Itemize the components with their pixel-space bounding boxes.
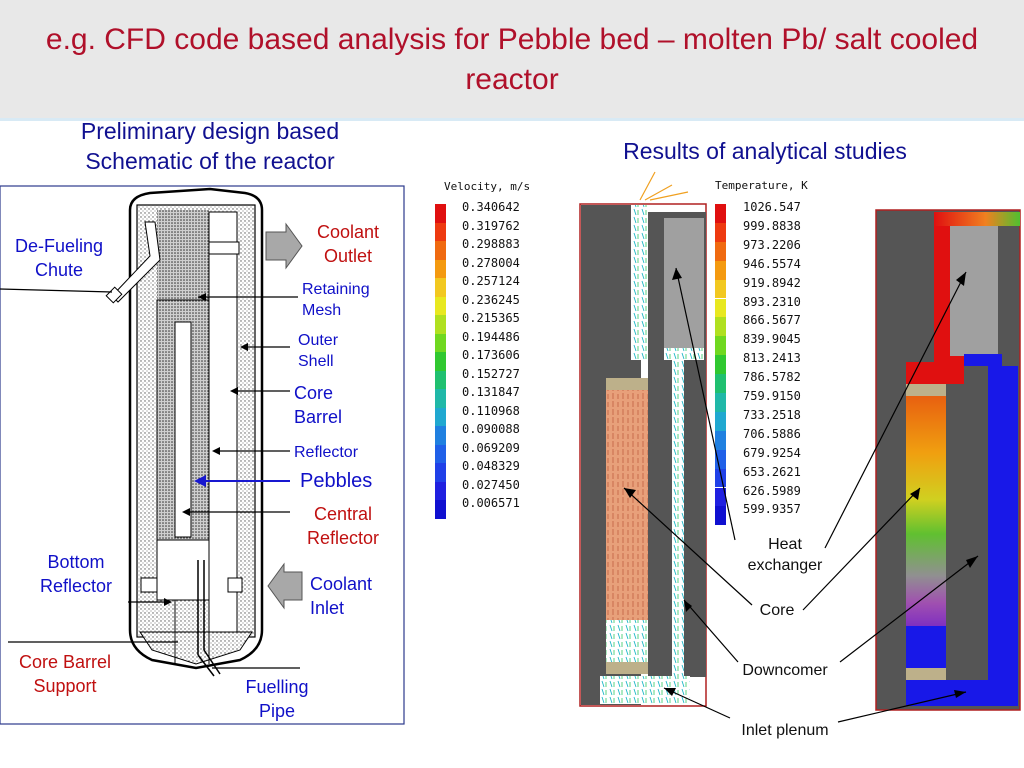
temperature-legend-value: 653.2621: [743, 464, 801, 479]
velocity-legend-value: 0.340642: [462, 200, 520, 214]
temperature-legend-swatch: [715, 374, 726, 393]
velocity-legend-value: 0.110968: [462, 403, 520, 418]
slide-title: e.g. CFD code based analysis for Pebble …: [45, 23, 979, 96]
temperature-legend-value: 919.8942: [743, 275, 801, 290]
temperature-legend-value: 973.2206: [743, 237, 801, 252]
velocity-legend-value: 0.048329: [462, 459, 520, 473]
temperature-legend-swatch: [715, 317, 726, 337]
temperature-legend-value: 706.5886: [743, 426, 801, 441]
temperature-legend-swatch: [715, 506, 726, 526]
temperature-legend-value: 626.5989: [743, 483, 801, 498]
annotation-inlet-plenum: Inlet plenum: [741, 722, 829, 739]
velocity-legend-swatch: [435, 463, 446, 482]
velocity-legend-swatch: [435, 296, 446, 315]
velocity-legend-swatch: [435, 241, 446, 260]
temperature-legend-value: 1026.547: [743, 200, 801, 214]
velocity-legend-value: 0.090088: [462, 422, 520, 436]
label-outer-shell: Outer Shell: [298, 332, 339, 370]
velocity-legend-value: 0.298883: [462, 237, 520, 251]
annotation-heat-exchanger: Heat exchanger: [747, 536, 823, 574]
annotation-arrows: [623, 267, 979, 723]
velocity-legend-swatch: [435, 352, 446, 371]
velocity-legend-title: Velocity, m/s: [444, 180, 531, 193]
label-coolant-outlet: Coolant Outlet: [316, 222, 380, 266]
temperature-legend-value: 866.5677: [743, 313, 801, 328]
label-core-barrel-support: Core Barrel Support: [18, 652, 112, 696]
annotation-core: Core: [759, 602, 795, 619]
temperature-legend-swatch: [715, 393, 726, 412]
temperature-legend-swatch: [715, 449, 726, 469]
velocity-legend-value: 0.278004: [462, 255, 520, 270]
temperature-legend-value: 786.5782: [743, 370, 801, 385]
velocity-legend-swatch: [435, 315, 446, 334]
label-coolant-inlet: Coolant Inlet: [310, 574, 373, 618]
label-reflector: Reflector: [294, 444, 359, 461]
temperature-legend-swatch: [715, 260, 726, 280]
temperature-legend-value: 999.8838: [743, 218, 801, 233]
velocity-legend-value: 0.173606: [462, 348, 520, 362]
temperature-legend-value: 839.9045: [743, 332, 801, 347]
velocity-legend-swatch: [435, 370, 446, 389]
header-bar: [0, 0, 1024, 118]
label-core-barrel: Core Barrel: [294, 383, 343, 427]
velocity-legend-swatch: [435, 278, 446, 297]
temperature-legend-swatch: [715, 298, 726, 318]
temperature-legend-swatch: [715, 222, 726, 242]
velocity-legend-value: 0.152727: [462, 366, 520, 381]
label-pebbles: Pebbles: [300, 470, 373, 492]
temperature-legend-value: 759.9150: [743, 389, 801, 403]
temperature-legend-swatch: [715, 468, 726, 488]
temperature-legend-title: Temperature, K: [715, 179, 808, 192]
velocity-legend-value: 0.236245: [462, 292, 520, 307]
temperature-legend-value: 679.9254: [743, 445, 801, 460]
label-bottom-reflector: Bottom Reflector: [39, 552, 113, 596]
temperature-legend-swatch: [715, 430, 726, 450]
velocity-legend-value: 0.215365: [462, 311, 520, 325]
label-defueling-chute: De-Fueling Chute: [14, 236, 104, 280]
temperature-legend-swatch: [715, 411, 726, 431]
label-fuelling-pipe: Fuelling Pipe: [245, 677, 309, 721]
velocity-legend-swatch: [435, 426, 446, 445]
velocity-legend-swatch: [435, 500, 446, 519]
velocity-legend-value: 0.319762: [462, 218, 520, 233]
velocity-legend-swatch: [435, 333, 446, 352]
temperature-field-plot: [875, 209, 1021, 711]
velocity-legend-value: 0.027450: [462, 477, 520, 492]
temperature-legend-swatch: [715, 487, 726, 507]
header-divider: [0, 118, 1024, 121]
velocity-legend-swatch: [435, 389, 446, 408]
temperature-legend-swatch: [715, 336, 726, 356]
temperature-legend-swatch: [715, 204, 726, 223]
annotation-downcomer: Downcomer: [742, 662, 828, 679]
schematic-subtitle: Preliminary design based Schematic of th…: [80, 118, 340, 174]
temperature-legend-swatch: [715, 279, 726, 299]
velocity-legend-swatch: [435, 259, 446, 278]
temperature-legend-value: 813.2413: [743, 351, 801, 366]
results-subtitle: Results of analytical studies: [623, 138, 907, 164]
temperature-legend-value: 946.5574: [743, 256, 801, 271]
label-central-reflector: Central Reflector: [306, 504, 380, 548]
temperature-legend-value: 893.2310: [743, 294, 801, 309]
temperature-legend-swatch: [715, 355, 726, 375]
velocity-legend-value: 0.006571: [462, 496, 520, 510]
temperature-legend-swatch: [715, 241, 726, 261]
velocity-legend-swatch: [435, 407, 446, 426]
temperature-legend-value: 733.2518: [743, 407, 801, 422]
velocity-legend-value: 0.069209: [462, 440, 520, 455]
velocity-legend-swatch: [435, 481, 446, 500]
velocity-legend-value: 0.194486: [462, 329, 520, 344]
temperature-legend-value: 599.9357: [743, 502, 801, 517]
velocity-legend-value: 0.257124: [462, 274, 520, 288]
velocity-legend-swatch: [435, 444, 446, 463]
velocity-field-plot: [579, 171, 707, 707]
velocity-legend-value: 0.131847: [462, 385, 520, 399]
velocity-legend-swatch: [435, 222, 446, 241]
label-retaining-mesh: Retaining Mesh: [302, 281, 370, 319]
velocity-legend-swatch: [435, 204, 446, 223]
